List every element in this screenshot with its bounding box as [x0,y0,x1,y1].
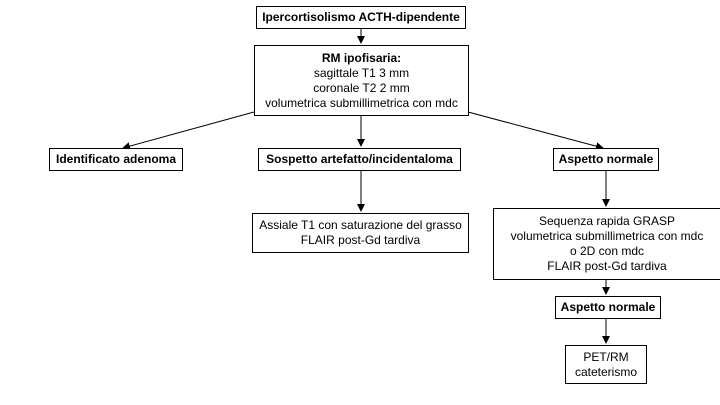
box-grasp-line: volumetrica submillimetrica con mdc [510,229,704,243]
box-grasp-line: Sequenza rapida GRASP [538,214,676,228]
box-grasp-line: o 2D con mdc [569,244,645,258]
box-adenoma-line: Identificato adenoma [55,152,177,166]
box-aspetto-normale-1: Aspetto normale [553,148,659,171]
box-axial-line: FLAIR post-Gd tardiva [300,233,421,247]
box-normal2-line: Aspetto normale [560,300,656,314]
box-rm-line: coronale T2 2 mm [313,80,410,95]
box-grasp-line: FLAIR post-Gd tardiva [547,259,667,273]
box-artifact-line: Sospetto artefatto/incidentaloma [266,152,453,166]
arrow-mri-to-adenoma [122,111,255,151]
box-ipercortisolismo: Ipercortisolismo ACTH-dipendente [256,6,466,29]
box-rm-line: volumetrica submillimetrica con mdc [265,95,458,110]
box-pet-line: cateterismo [574,364,638,379]
box-pet-rm: PET/RM cateterismo [565,345,647,384]
box-identificato-adenoma: Identificato adenoma [49,148,183,171]
box-rm-ipofisaria: RM ipofisaria: sagittale T1 3 mm coronal… [254,45,469,116]
box-pet-line: PET/RM [583,349,629,364]
box-aspetto-normale-2: Aspetto normale [555,296,661,319]
box-normal1-line: Aspetto normale [558,152,654,166]
box-sospetto-artefatto: Sospetto artefatto/incidentaloma [258,148,461,171]
box-axial-line: Assiale T1 con saturazione del grasso [259,218,462,232]
box-ipercortisolismo-line: Ipercortisolismo ACTH-dipendente [262,10,460,24]
box-rm-title: RM ipofisaria: [321,50,402,65]
arrow-mri-to-normal1 [467,111,604,151]
box-assiale-t1: Assiale T1 con saturazione del grasso FL… [252,213,469,253]
box-rm-line: sagittale T1 3 mm [313,65,410,80]
box-sequenza-grasp: Sequenza rapida GRASP volumetrica submil… [493,208,720,280]
